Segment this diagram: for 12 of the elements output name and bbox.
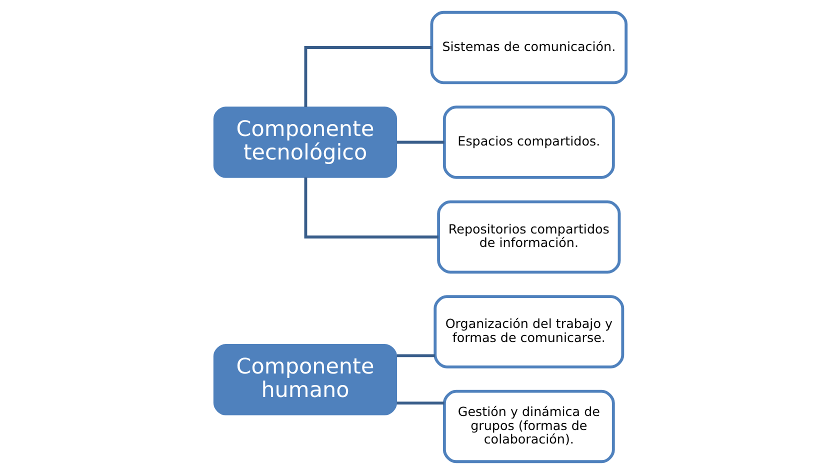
connector: [396, 354, 434, 358]
node-box: Repositorios compartidos de información.: [436, 200, 620, 274]
connector: [396, 140, 444, 144]
connector: [304, 46, 432, 107]
node-box: Gestión y dinámica de grupos (formas de colaboración).: [442, 390, 614, 464]
connector: [304, 178, 438, 238]
node-box: Componente tecnológico: [212, 106, 397, 178]
node-box: Espacios compartidos.: [442, 106, 614, 179]
node-box: Organización del trabajo y formas de comunicarse.: [433, 295, 624, 368]
node-box: Sistemas de comunicación.: [430, 10, 628, 84]
connector: [396, 402, 444, 404]
node-box: Componente humano: [212, 344, 397, 416]
